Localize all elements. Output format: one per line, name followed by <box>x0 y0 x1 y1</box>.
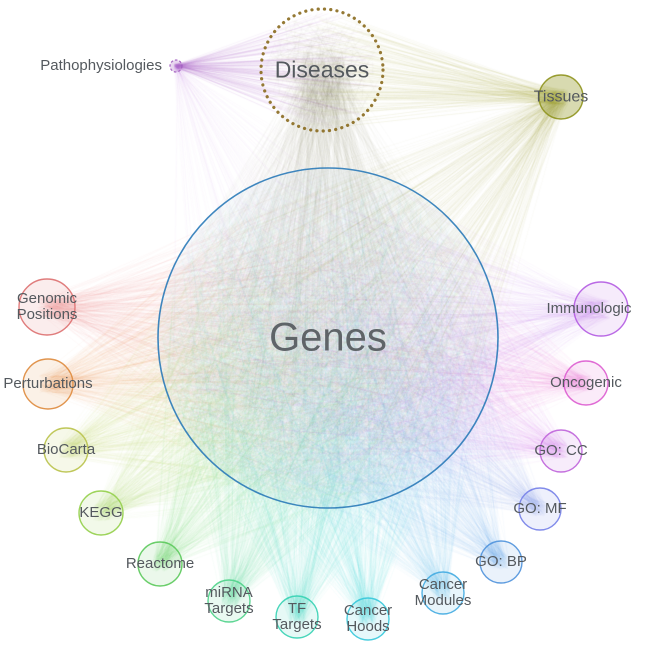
node-mirna-targets[interactable] <box>207 579 251 623</box>
node-genomic-positions[interactable] <box>18 278 76 336</box>
node-go-cc[interactable] <box>539 429 583 473</box>
node-cancer-hoods[interactable] <box>346 597 390 641</box>
node-diseases[interactable] <box>259 7 385 133</box>
node-perturbations[interactable] <box>22 358 74 410</box>
node-go-bp[interactable] <box>479 540 523 584</box>
node-tissues[interactable] <box>538 74 584 120</box>
node-immunologic[interactable] <box>573 281 629 337</box>
node-pathophysiologies[interactable] <box>169 59 183 73</box>
node-reactome[interactable] <box>137 541 183 587</box>
node-kegg[interactable] <box>78 490 124 536</box>
node-biocarta[interactable] <box>43 427 89 473</box>
node-go-mf[interactable] <box>518 487 562 531</box>
node-genes[interactable] <box>157 167 499 509</box>
node-oncogenic[interactable] <box>563 360 609 406</box>
node-tf-targets[interactable] <box>275 595 319 639</box>
node-cancer-modules[interactable] <box>421 571 465 615</box>
